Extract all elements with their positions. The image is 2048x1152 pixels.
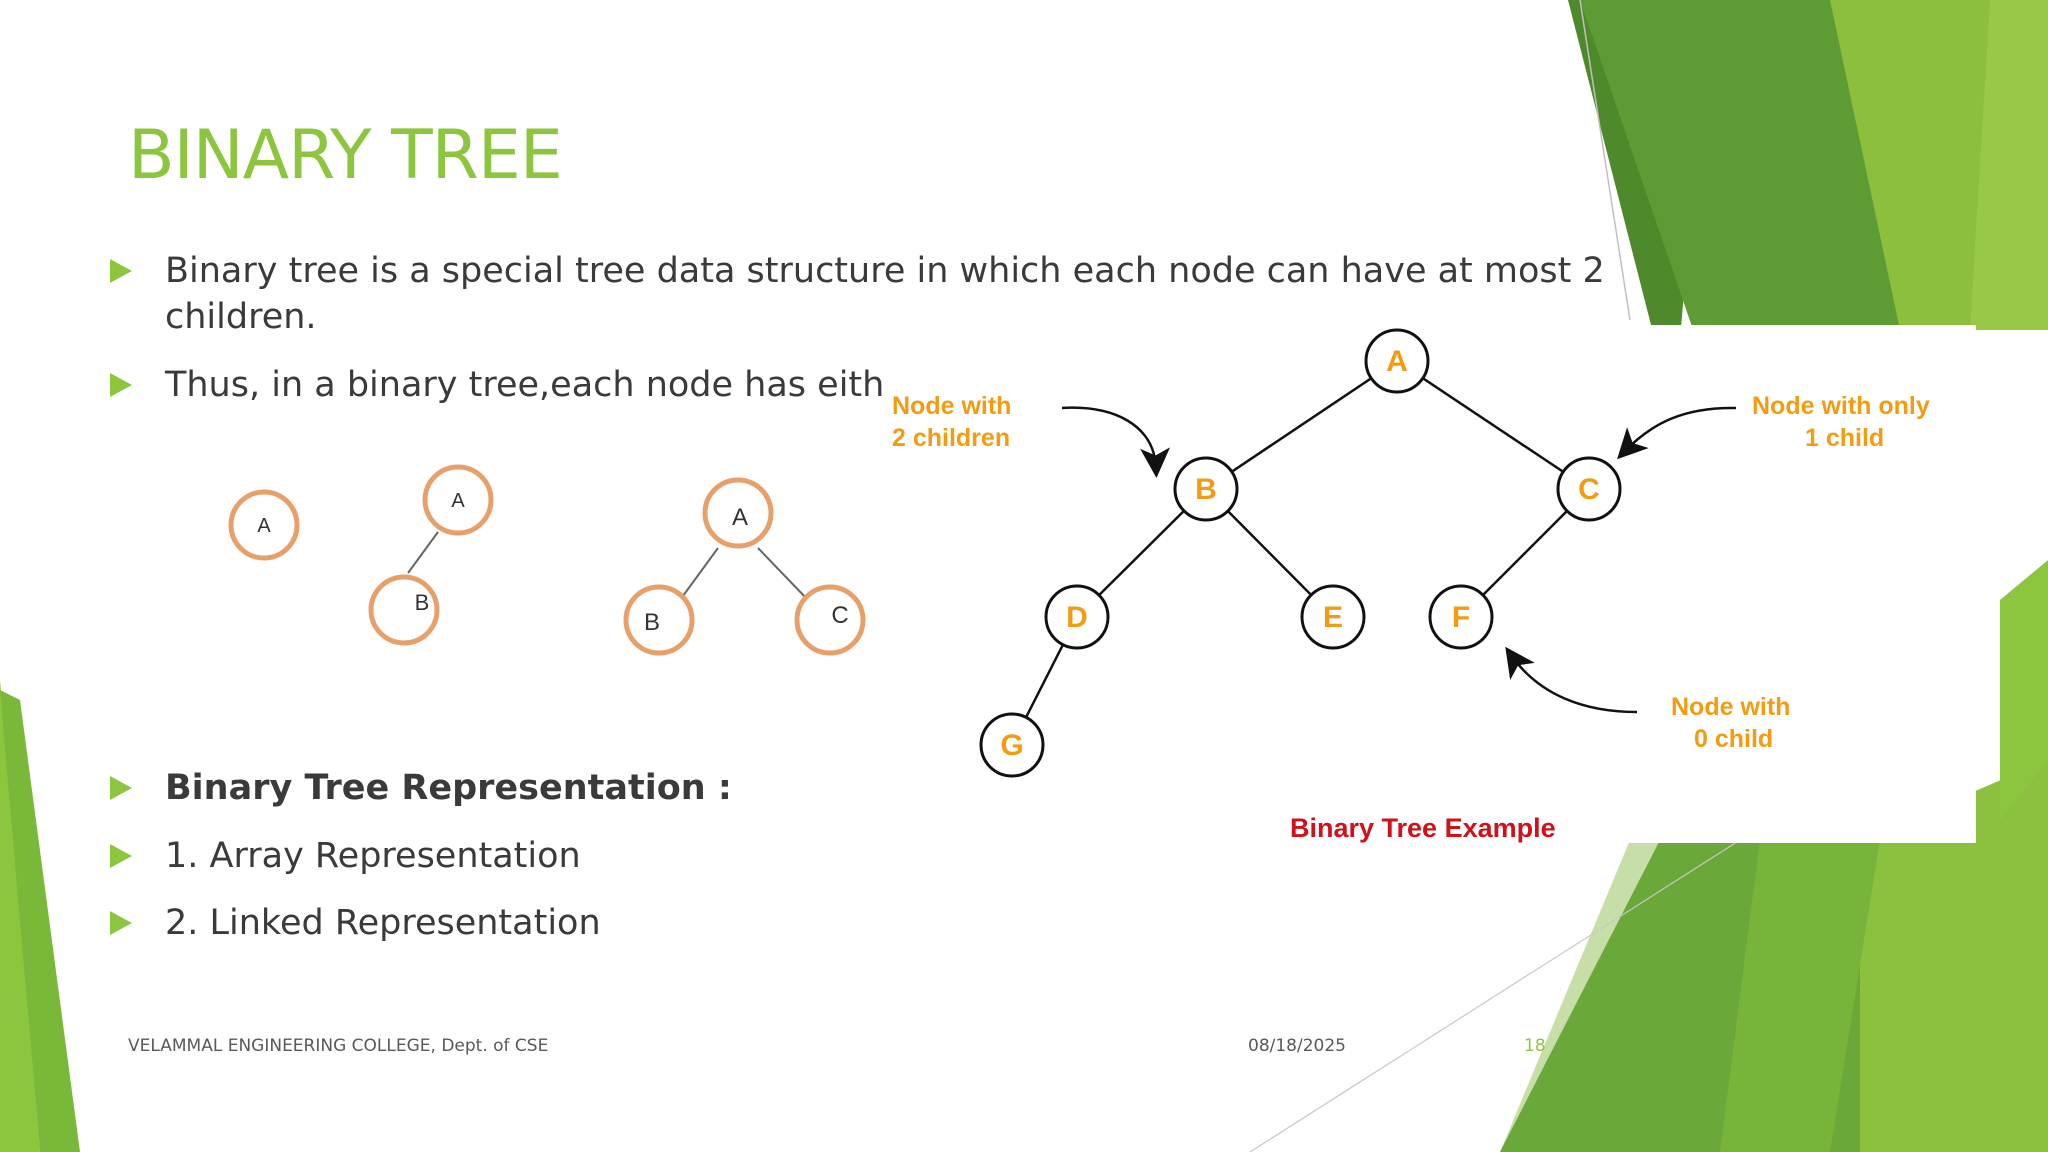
bullet-item: Thus, in a binary tree,each node has eit… — [110, 362, 910, 408]
small-node-label: B — [415, 590, 430, 615]
footer-organization: VELAMMAL ENGINEERING COLLEGE, Dept. of C… — [128, 1036, 549, 1056]
bullet-text: 1. Array Representation — [165, 836, 581, 876]
annotation-two-children-line2: 2 children — [892, 424, 1010, 452]
diagram-caption: Binary Tree Example — [1290, 813, 1556, 843]
tree-node-d: D — [1044, 584, 1110, 650]
annotation-zero-child-line1: Node with — [1671, 693, 1790, 721]
svg-text:C: C — [1578, 473, 1600, 506]
tree-edge-a-b — [1205, 359, 1398, 491]
small-tree-edge — [679, 547, 719, 601]
bullet-item: 1. Array Representation — [110, 833, 810, 879]
tree-node-g: G — [979, 712, 1045, 778]
svg-text:B: B — [1195, 473, 1217, 506]
svg-text:D: D — [1066, 601, 1088, 634]
svg-text:F: F — [1452, 601, 1470, 634]
small-tree-1: A — [228, 489, 300, 561]
tree-node-f: F — [1428, 584, 1494, 650]
bullet-item: Binary tree is a special tree data struc… — [110, 248, 1630, 340]
bullet-text: Binary Tree Representation : — [165, 768, 732, 808]
small-node-circle — [623, 584, 695, 656]
bullet-triangle-icon — [110, 844, 132, 868]
small-node-circle — [422, 464, 494, 536]
annotation-one-child-line1: Node with only — [1752, 392, 1930, 420]
small-node-label: A — [451, 490, 465, 512]
tree-node-e: E — [1300, 584, 1366, 650]
bullet-item: Binary Tree Representation : — [110, 765, 810, 811]
bullet-triangle-icon — [110, 911, 132, 935]
slide-title: BINARY TREE — [128, 116, 563, 195]
small-node-circle — [228, 489, 300, 561]
footer-date: 08/18/2025 — [1248, 1036, 1346, 1056]
small-node-circle — [368, 574, 440, 646]
arrow-two-children-icon — [1061, 406, 1171, 478]
arrow-one-child-icon — [1617, 406, 1737, 460]
footer-page-number: 18 — [1524, 1036, 1546, 1056]
bullet-item: 2. Linked Representation — [110, 900, 810, 946]
svg-text:E: E — [1323, 601, 1343, 634]
small-node-label: A — [257, 515, 271, 537]
bullet-triangle-icon — [110, 776, 132, 800]
annotation-two-children-line1: Node with — [892, 392, 1011, 420]
binary-tree-diagram: A B C D E F G Node with 2 children — [892, 328, 1930, 843]
small-node-circle — [702, 477, 774, 549]
small-node-label: A — [732, 504, 748, 531]
small-tree-3: A B C — [623, 477, 866, 656]
small-node-label: C — [831, 602, 848, 629]
small-tree-2: A B — [368, 464, 494, 646]
small-tree-examples: A A B A B C — [228, 464, 866, 656]
tree-node-b: B — [1173, 456, 1239, 522]
small-tree-edge — [407, 531, 439, 574]
bullet-text: Binary tree is a special tree data struc… — [165, 251, 1605, 337]
tree-node-c: C — [1556, 456, 1622, 522]
bullet-triangle-icon — [110, 259, 132, 283]
bullet-triangle-icon — [110, 373, 132, 397]
svg-text:A: A — [1386, 345, 1408, 378]
small-node-label: B — [644, 609, 660, 636]
small-tree-edge — [757, 547, 809, 601]
svg-text:G: G — [1000, 729, 1023, 762]
bullet-text: Thus, in a binary tree,each node has eit… — [165, 365, 906, 405]
arrow-zero-child-icon — [1505, 646, 1638, 714]
small-node-circle — [794, 584, 866, 656]
annotation-one-child-line2: 1 child — [1805, 424, 1884, 452]
tree-edge-a-c — [1396, 359, 1590, 491]
tree-node-a: A — [1364, 328, 1430, 394]
binary-tree-example-image: A B C D E F G Node with 2 children — [884, 325, 1976, 843]
annotation-zero-child-line2: 0 child — [1694, 725, 1773, 753]
bullet-text: 2. Linked Representation — [165, 903, 601, 943]
